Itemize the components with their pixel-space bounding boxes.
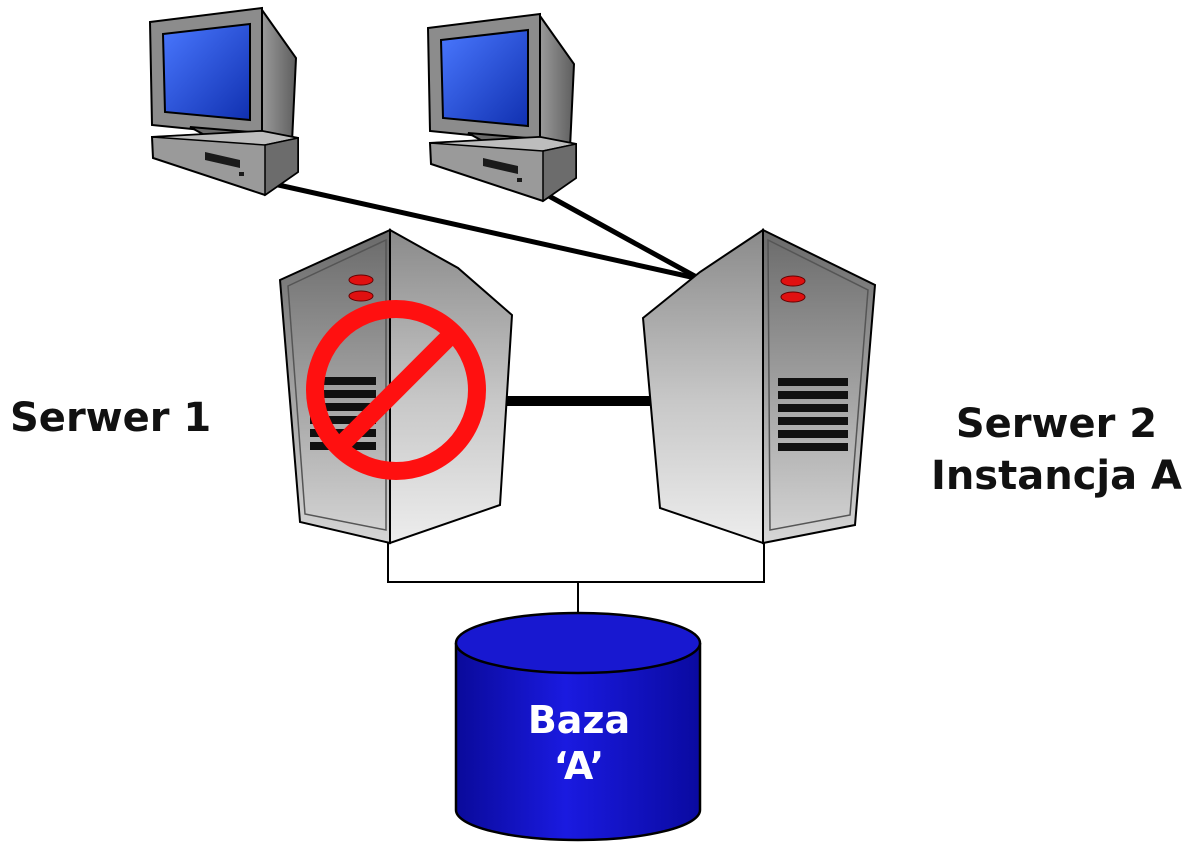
database-name: Baza bbox=[527, 698, 631, 742]
connection-lines bbox=[264, 179, 765, 612]
link-workstation2-server2 bbox=[536, 187, 702, 282]
server-2-name: Serwer 2 bbox=[955, 401, 1158, 447]
link-workstation1-server2 bbox=[264, 179, 701, 282]
workstation-2 bbox=[426, 12, 577, 203]
database-id: ‘A’ bbox=[553, 744, 605, 789]
server-1-tower bbox=[278, 228, 514, 545]
server-2-instance: Instancja A bbox=[930, 453, 1182, 499]
server-1-label: Serwer 1 bbox=[10, 395, 212, 441]
database-label: Baza ‘A’ bbox=[456, 697, 702, 790]
prohibited-icon bbox=[306, 300, 486, 480]
database-cylinder bbox=[454, 611, 702, 842]
desktop-computer-icon bbox=[426, 12, 577, 203]
server-2-tower bbox=[641, 228, 877, 545]
workstation-1 bbox=[148, 6, 299, 197]
desktop-computer-icon bbox=[148, 6, 299, 197]
server-2-label: Serwer 2 Instancja A bbox=[931, 398, 1182, 502]
storage-bus bbox=[387, 542, 765, 612]
